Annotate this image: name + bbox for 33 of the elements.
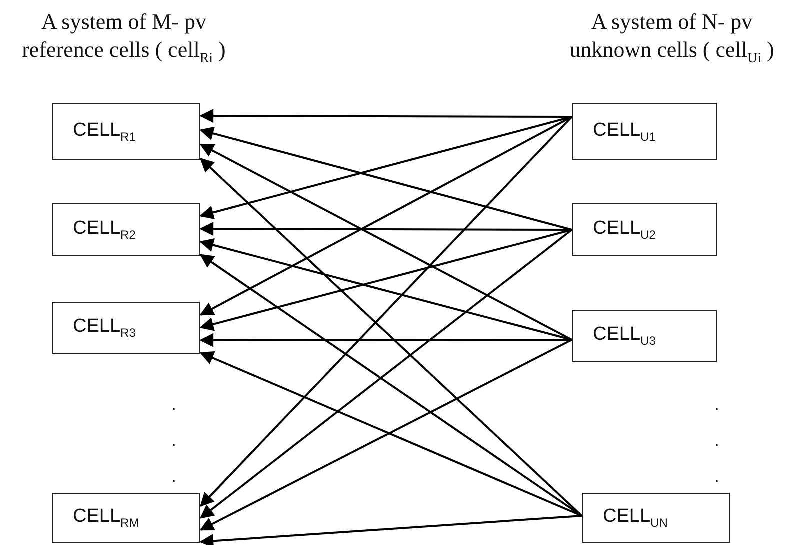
- cell-label: CELL$_{U3}$: [593, 324, 656, 348]
- arrow: [200, 352, 582, 517]
- arrow: [200, 126, 572, 231]
- cell-box: [572, 310, 717, 362]
- cell-label: CELL$_{U1}$: [593, 120, 656, 144]
- cell-box: [582, 493, 730, 543]
- cell-box: [52, 302, 200, 354]
- arrow: [200, 339, 572, 531]
- ellipsis-dot: .: [172, 398, 176, 414]
- ellipsis-dot: .: [715, 398, 719, 414]
- cell-box: [52, 103, 200, 160]
- cell-label: CELL$_{R1}$: [73, 120, 136, 144]
- cell-label: CELL$_{RM}$: [73, 506, 140, 530]
- arrow: [200, 333, 572, 348]
- arrow: [200, 229, 572, 332]
- cell-label: CELL$_{U2}$: [593, 218, 656, 242]
- arrow: [200, 144, 572, 341]
- arrow: [200, 238, 572, 341]
- ellipsis-dot: .: [172, 470, 176, 486]
- cell-box: [52, 493, 200, 543]
- cell-box: [52, 203, 200, 256]
- cell-box: [572, 103, 717, 160]
- column-heading: A system of N- pv unknown cells ( cell$_{Ui}$ ): [568, 8, 776, 68]
- cell-label: CELL$_{R3}$: [73, 316, 136, 340]
- cell-label: CELL$_{UN}$: [603, 506, 668, 530]
- arrow: [200, 109, 572, 124]
- cell-label: CELL$_{R2}$: [73, 218, 136, 242]
- ellipsis-dot: .: [715, 470, 719, 486]
- arrow: [200, 515, 582, 545]
- column-heading: A system of M- pv reference cells ( cell$_{Ri}$ ): [21, 8, 227, 68]
- ellipsis-dot: .: [172, 434, 176, 450]
- ellipsis-dot: .: [715, 434, 719, 450]
- cell-box: [572, 203, 717, 256]
